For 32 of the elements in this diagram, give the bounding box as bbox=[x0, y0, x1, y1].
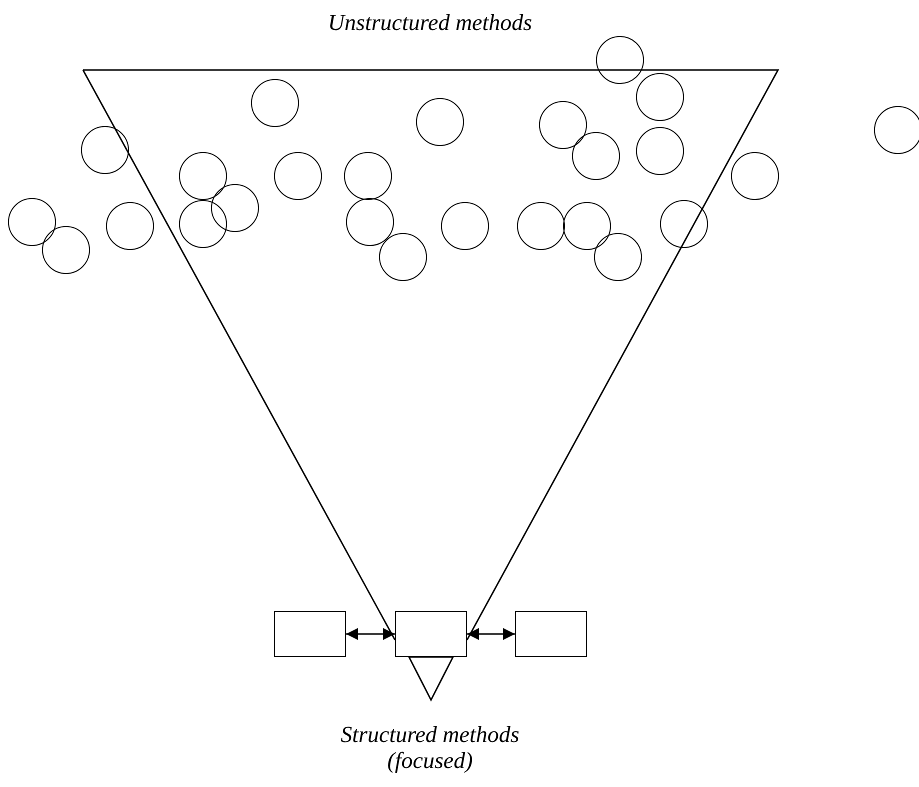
circle-node bbox=[251, 79, 299, 127]
circle-node bbox=[874, 106, 919, 154]
circle-node bbox=[346, 198, 394, 246]
circle-node bbox=[441, 202, 489, 250]
circle-node bbox=[636, 73, 684, 121]
circle-node bbox=[660, 200, 708, 248]
circle-node bbox=[517, 202, 565, 250]
circle-node bbox=[81, 126, 129, 174]
rectangle-node bbox=[274, 611, 346, 657]
circle-node bbox=[106, 202, 154, 250]
circle-node bbox=[274, 152, 322, 200]
rectangle-node bbox=[515, 611, 587, 657]
circle-node bbox=[596, 36, 644, 84]
circle-node bbox=[211, 184, 259, 232]
circle-node bbox=[572, 132, 620, 180]
caption-text: Structured methods (focused) bbox=[340, 722, 520, 774]
circle-node bbox=[731, 152, 779, 200]
circle-node bbox=[42, 226, 90, 274]
circle-node bbox=[539, 101, 587, 149]
circle-node bbox=[594, 233, 642, 281]
circle-node bbox=[563, 202, 611, 250]
circle-node bbox=[8, 198, 56, 246]
rectangle-node bbox=[395, 611, 467, 657]
circle-node bbox=[379, 233, 427, 281]
circle-node bbox=[179, 152, 227, 200]
circle-node bbox=[416, 98, 464, 146]
circle-node bbox=[636, 127, 684, 175]
caption-text: Unstructured methods bbox=[326, 10, 534, 36]
double-arrow bbox=[467, 628, 515, 640]
circle-node bbox=[344, 152, 392, 200]
circle-node bbox=[179, 200, 227, 248]
double-arrow bbox=[346, 628, 395, 640]
